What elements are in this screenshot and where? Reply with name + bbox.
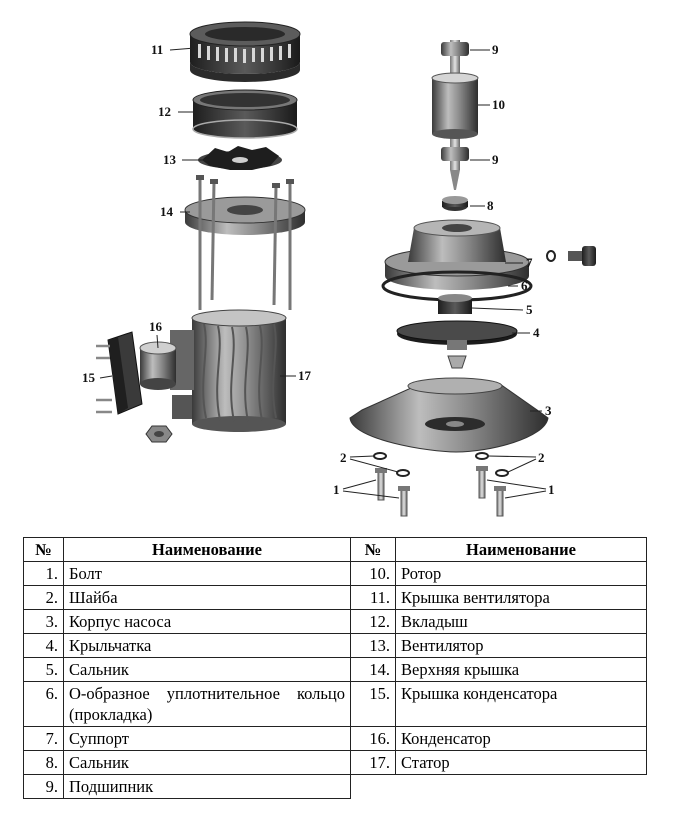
- row-name: Шайба: [63, 585, 351, 610]
- row-name: О-образное уплотнительное кольцо (прокла…: [63, 681, 351, 727]
- part-insert-ring: [192, 89, 298, 139]
- row-name: Верхняя крышка: [395, 657, 647, 682]
- callout-2-right: 2: [538, 450, 545, 465]
- part-capacitor: [139, 341, 177, 390]
- row-name: Болт: [63, 561, 351, 586]
- leader-lines: [99, 47, 547, 499]
- row-num: 13.: [350, 633, 396, 658]
- row-num: 2.: [23, 585, 64, 610]
- callout-14: 14: [160, 204, 174, 219]
- table-row: 4. Крыльчатка 13. Вентилятор: [23, 633, 647, 658]
- row-num: 9.: [23, 774, 64, 799]
- callout-16: 16: [149, 319, 163, 334]
- row-num: 7.: [23, 726, 64, 751]
- header-name-left: Наименование: [63, 537, 351, 562]
- callout-7: 7: [526, 255, 533, 270]
- callout-6: 6: [521, 278, 528, 293]
- part-cable-gland: [145, 425, 173, 443]
- parts-table: № Наименование № Наименование 1. Болт 10…: [23, 537, 647, 799]
- part-seal-lower: [438, 294, 472, 314]
- row-num: 17.: [350, 750, 396, 775]
- part-seal-upper: [442, 196, 468, 211]
- row-name: Конденсатор: [395, 726, 647, 751]
- part-pump-body: [349, 377, 549, 453]
- row-num: 1.: [23, 561, 64, 586]
- part-fan-cover: [189, 21, 301, 82]
- row-name: Крыльчатка: [63, 633, 351, 658]
- callout-13: 13: [163, 152, 177, 167]
- callout-3: 3: [545, 403, 552, 418]
- table-row: 7. Суппорт 16. Конденсатор: [23, 726, 647, 751]
- header-name-right: Наименование: [395, 537, 647, 562]
- callout-2-left: 2: [340, 450, 347, 465]
- callout-9-top: 9: [492, 42, 499, 57]
- row-num: 16.: [350, 726, 396, 751]
- callout-12: 12: [158, 104, 171, 119]
- callout-9-bottom: 9: [492, 152, 499, 167]
- callout-1-right: 1: [548, 482, 555, 497]
- table-row: 8. Сальник 17. Статор: [23, 750, 647, 775]
- part-support: [384, 219, 530, 290]
- row-num: 14.: [350, 657, 396, 682]
- row-num: 3.: [23, 609, 64, 634]
- row-name: Статор: [395, 750, 647, 775]
- row-name: Сальник: [63, 657, 351, 682]
- callout-10: 10: [492, 97, 505, 112]
- row-num: 11.: [350, 585, 396, 610]
- table-row: 9. Подшипник: [23, 774, 647, 799]
- empty-cell: [351, 775, 647, 799]
- callout-4: 4: [533, 325, 540, 340]
- callout-17: 17: [298, 368, 312, 383]
- table-row: 5. Сальник 14. Верхняя крышка: [23, 657, 647, 682]
- callout-15: 15: [82, 370, 96, 385]
- row-name: Вкладыш: [395, 609, 647, 634]
- table-row: 3. Корпус насоса 12. Вкладыш: [23, 609, 647, 634]
- row-num: 4.: [23, 633, 64, 658]
- row-name: Сальник: [63, 750, 351, 775]
- table-header-row: № Наименование № Наименование: [23, 537, 647, 562]
- callout-11: 11: [151, 42, 163, 57]
- row-name: Крышка вентилятора: [395, 585, 647, 610]
- part-washers-bolts: [373, 452, 509, 517]
- table-row: 2. Шайба 11. Крышка вентилятора: [23, 585, 647, 610]
- row-num: 5.: [23, 657, 64, 682]
- row-num: 10.: [350, 561, 396, 586]
- row-num: 8.: [23, 750, 64, 775]
- row-name: Ротор: [395, 561, 647, 586]
- row-num: 6.: [23, 681, 64, 727]
- callout-1-left: 1: [333, 482, 340, 497]
- row-num: 15.: [350, 681, 396, 727]
- table-row: 1. Болт 10. Ротор: [23, 561, 647, 586]
- callout-8: 8: [487, 198, 494, 213]
- part-stator: [170, 309, 287, 432]
- header-num-right: №: [350, 537, 396, 562]
- row-name: Корпус насоса: [63, 609, 351, 634]
- part-drain-plug: [546, 246, 596, 266]
- row-num: 12.: [350, 609, 396, 634]
- exploded-pump-diagram: 11 12 13 14 16 15 17 9 10 9 8 7 6 5 4 3 …: [82, 21, 596, 517]
- part-top-cover: [184, 175, 306, 310]
- row-name: Суппорт: [63, 726, 351, 751]
- row-name: Вентилятор: [395, 633, 647, 658]
- table-row: 6. О-образное уплотнительное кольцо (про…: [23, 681, 647, 727]
- callout-5: 5: [526, 302, 533, 317]
- part-fan: [198, 146, 282, 170]
- part-nut: [447, 355, 467, 369]
- header-num-left: №: [23, 537, 64, 562]
- part-impeller: [396, 320, 518, 350]
- row-name: Крышка конденсатора: [395, 681, 647, 727]
- part-shaft-rotor: [431, 40, 479, 190]
- part-capacitor-cover: [96, 331, 143, 415]
- row-name: Подшипник: [63, 774, 351, 799]
